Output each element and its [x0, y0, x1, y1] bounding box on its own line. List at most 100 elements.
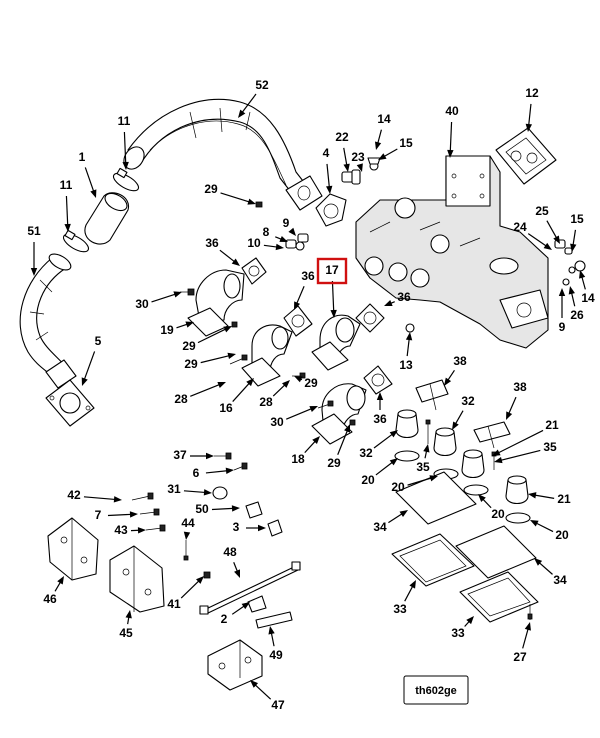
callout-label-4: 4: [323, 146, 330, 160]
callout-label-44: 44: [181, 516, 195, 530]
callout-label-14: 14: [377, 112, 391, 126]
part-19-elbow: [187, 269, 245, 337]
callout-arrow-line-33: [404, 585, 414, 602]
part-4-gasket: [315, 193, 347, 227]
callout-label-48: 48: [223, 545, 237, 559]
callout-label-30: 30: [135, 297, 149, 311]
callout-arrow-head-16: [246, 378, 254, 387]
callout-arrow-line-29: [200, 355, 230, 364]
callout-arrow-head-42: [113, 496, 122, 503]
callout-label-22: 22: [335, 130, 349, 144]
callout-arrow-head-29: [247, 198, 256, 205]
callout-arrow-line-40: [449, 121, 453, 152]
callout-arrow-head-13: [405, 332, 413, 341]
callout-label-29: 29: [304, 376, 318, 390]
callout-arrow-line-18: [304, 440, 316, 454]
part-34-gaskets: [395, 471, 537, 579]
callout-arrow-line-29: [197, 328, 226, 344]
part-fittings-right: [554, 239, 586, 286]
callout-arrow-head-22: [343, 163, 350, 172]
callout-arrow-head-34: [399, 510, 408, 518]
callout-arrow-head-20: [478, 494, 486, 502]
callout-label-19: 19: [160, 323, 174, 337]
callout-arrow-line-31: [183, 490, 206, 494]
callout-arrow-head-29: [294, 376, 303, 383]
callout-arrow-head-33: [409, 580, 416, 589]
callout-label-50: 50: [195, 502, 209, 516]
callout-arrow-head-35: [423, 444, 430, 453]
callout-arrow-head-11: [122, 161, 129, 170]
part-20-seals: [394, 450, 531, 524]
callout-arrow-head-29: [223, 326, 232, 333]
callout-arrow-line-38: [447, 369, 455, 381]
callout-arrow-line-32: [454, 410, 464, 425]
part-51-lower-hose: [19, 253, 77, 389]
callout-arrow-head-26: [568, 286, 575, 295]
callout-arrow-line-24: [527, 233, 547, 247]
callout-arrow-head-10: [275, 243, 284, 251]
callout-label-29: 29: [327, 456, 341, 470]
callout-label-49: 49: [269, 648, 283, 662]
callout-label-12: 12: [525, 86, 539, 100]
reference-code: th602ge: [415, 685, 457, 697]
callout-label-23: 23: [351, 150, 365, 164]
callout-label-7: 7: [95, 508, 102, 522]
callout-arrow-line-19: [176, 323, 188, 329]
callout-label-1: 1: [79, 150, 86, 164]
callout-arrow-line-5: [83, 351, 96, 380]
callout-arrow-line-13: [406, 338, 410, 357]
callout-arrow-head-28: [217, 382, 226, 388]
part-27-bolt: [527, 604, 533, 620]
callout-label-15: 15: [399, 136, 413, 150]
callout-label-14: 14: [581, 291, 595, 305]
callout-label-37: 37: [173, 448, 187, 462]
callout-arrow-line-8: [275, 236, 282, 240]
callout-arrow-head-46: [57, 576, 64, 585]
callout-label-10: 10: [247, 236, 261, 250]
callout-arrow-head-38: [444, 377, 452, 386]
part-12-cover-plate: [495, 127, 557, 185]
callout-arrow-head-33: [466, 616, 474, 625]
callout-arrow-line-30: [286, 408, 312, 420]
part-16-elbow: [241, 324, 293, 387]
callout-label-28: 28: [174, 392, 188, 406]
part-38-clips: [415, 379, 511, 449]
callout-label-31: 31: [167, 482, 181, 496]
callout-arrow-head-36: [294, 301, 301, 310]
callout-label-26: 26: [570, 308, 584, 322]
callout-arrow-line-45: [127, 616, 130, 625]
callout-label-46: 46: [43, 592, 57, 606]
callout-arrow-line-17: [331, 280, 335, 312]
callout-arrow-head-18: [312, 436, 320, 445]
callout-arrow-line-52: [241, 93, 257, 113]
callout-arrow-line-20: [407, 477, 432, 486]
callout-label-5: 5: [95, 334, 102, 348]
callout-arrow-head-15: [378, 153, 387, 160]
callout-arrow-head-20: [429, 475, 438, 482]
part-17-elbow: [311, 314, 361, 371]
callout-arrow-head-23: [356, 163, 363, 172]
callout-arrow-head-32: [452, 421, 459, 430]
callout-label-45: 45: [119, 626, 133, 640]
callout-arrow-line-26: [571, 292, 576, 307]
part-small-hardware: [131, 452, 283, 579]
callout-arrow-head-12: [525, 123, 533, 132]
callout-arrow-line-11: [123, 131, 127, 164]
callout-arrow-head-30: [173, 291, 182, 298]
callout-arrow-line-16: [232, 382, 250, 402]
callout-label-16: 16: [219, 401, 233, 415]
callout-label-17: 17: [325, 263, 339, 277]
part-13-oring: [405, 323, 415, 333]
callout-label-35: 35: [543, 440, 557, 454]
callout-arrow-line-29: [220, 192, 250, 203]
callout-label-20: 20: [555, 528, 569, 542]
callout-label-29: 29: [182, 339, 196, 353]
callout-label-32: 32: [461, 394, 475, 408]
callout-arrow-line-15: [572, 229, 577, 246]
callout-arrow-head-20: [389, 458, 398, 466]
callout-arrow-line-46: [54, 581, 61, 592]
part-32-thermostats: [395, 409, 529, 505]
callout-label-27: 27: [513, 650, 527, 664]
callout-label-34: 34: [373, 520, 387, 534]
